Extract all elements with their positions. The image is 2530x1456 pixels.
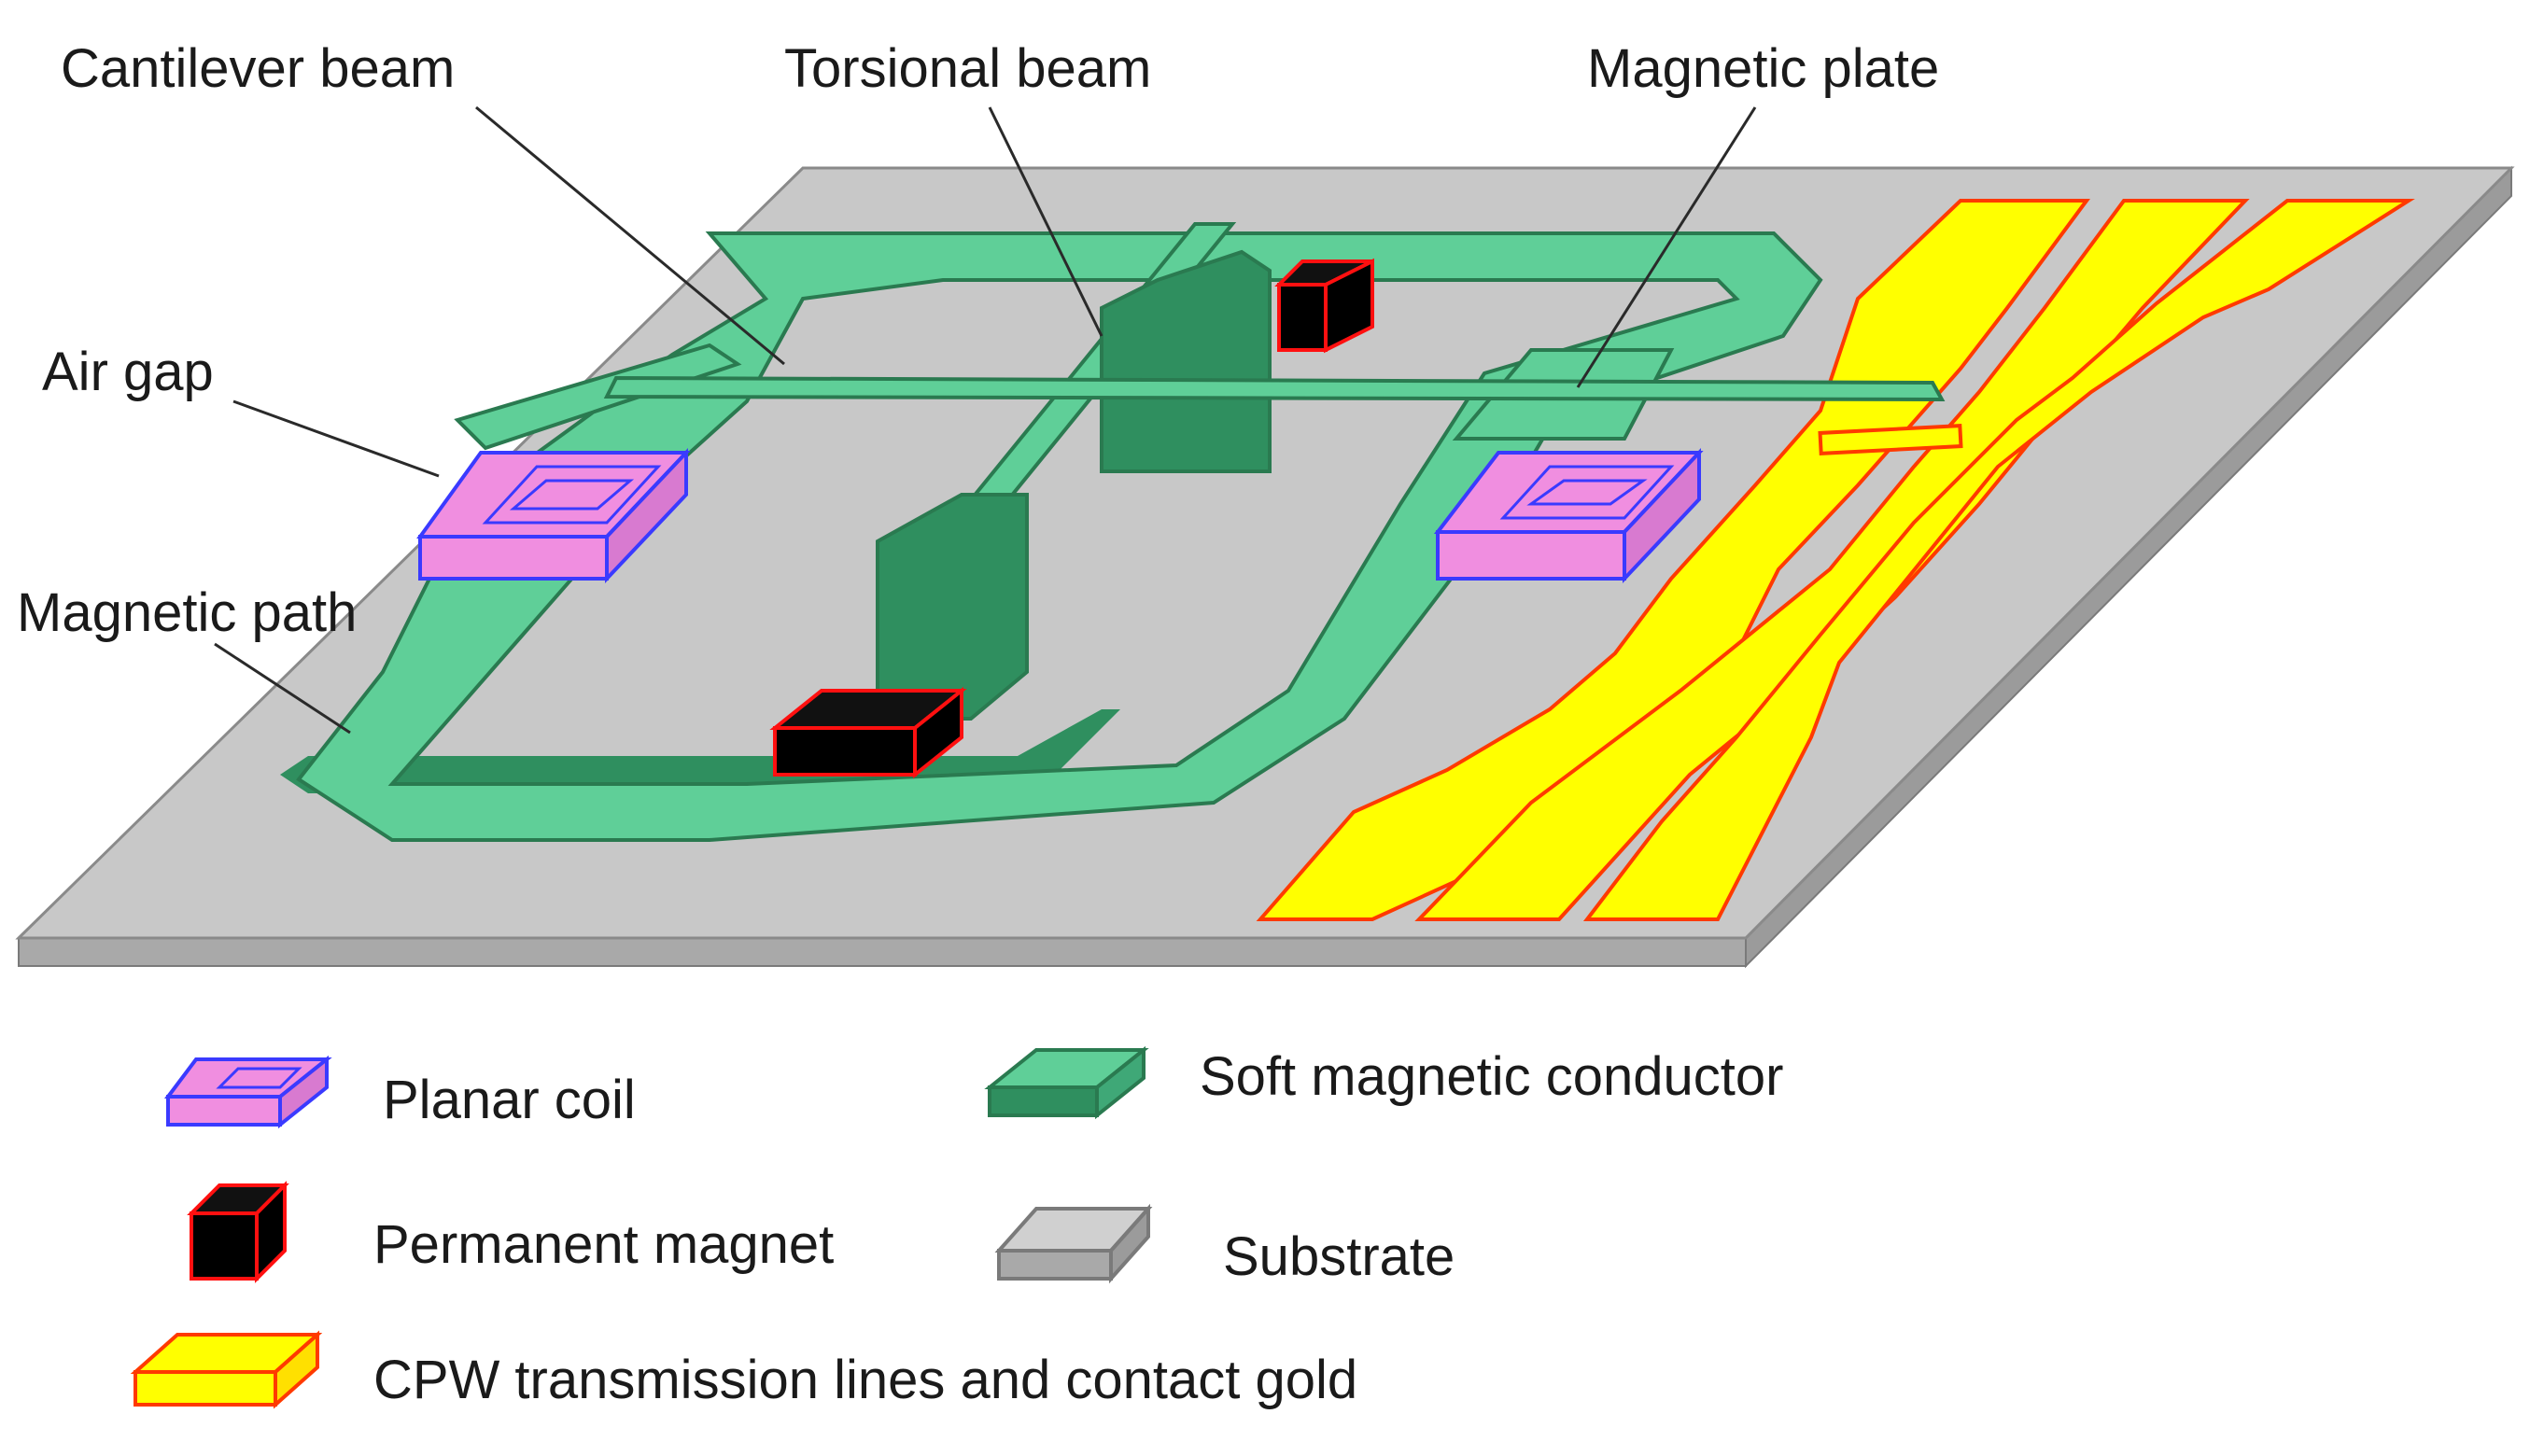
leader-magnetic-path xyxy=(214,642,351,735)
anchor-post-lower xyxy=(876,493,1029,721)
legend-cpw-gold-swatch xyxy=(130,1330,323,1409)
permanent-magnet-lower xyxy=(769,686,967,779)
label-cantilever-beam: Cantilever beam xyxy=(61,38,456,99)
torsional-beam-assembly xyxy=(876,222,1272,721)
leader-lines xyxy=(214,105,1757,735)
label-torsional-beam: Torsional beam xyxy=(784,38,1152,99)
leader-air-gap xyxy=(232,399,440,478)
left-plate xyxy=(454,343,742,451)
permanent-magnets xyxy=(769,258,1374,779)
legend-label-planar-coil: Planar coil xyxy=(383,1070,636,1130)
planar-coils xyxy=(416,447,1704,584)
leader-torsional-beam xyxy=(988,106,1103,337)
legend-substrate-swatch xyxy=(994,1203,1153,1284)
legend-label-substrate: Substrate xyxy=(1223,1226,1455,1287)
planar-coil-left xyxy=(416,447,691,584)
legend-label-soft-magnetic-conductor: Soft magnetic conductor xyxy=(1200,1046,1784,1107)
legend-swatches xyxy=(130,1045,1153,1409)
leader-cantilever-beam xyxy=(475,105,785,366)
contact-gold xyxy=(1818,423,1963,456)
cantilever-beam xyxy=(603,375,1946,402)
cpw-transmission-lines xyxy=(1256,199,2415,921)
label-magnetic-path: Magnetic path xyxy=(17,582,358,643)
label-air-gap: Air gap xyxy=(42,342,214,402)
legend-permanent-magnet-swatch xyxy=(187,1181,289,1283)
legend-planar-coil-swatch xyxy=(164,1055,332,1129)
planar-coil-right xyxy=(1433,447,1704,584)
leader-magnetic-plate xyxy=(1576,106,1757,388)
cpw-line-right xyxy=(1582,199,2415,921)
anchor-post-upper xyxy=(1100,249,1272,473)
cpw-line-left xyxy=(1256,199,2090,921)
legend-label-cpw-gold: CPW transmission lines and contact gold xyxy=(373,1350,1358,1410)
legend-label-permanent-magnet: Permanent magnet xyxy=(373,1214,835,1275)
legend-soft-magnetic-swatch xyxy=(984,1045,1149,1120)
permanent-magnet-upper xyxy=(1274,258,1374,354)
label-magnetic-plate: Magnetic plate xyxy=(1587,38,1940,99)
